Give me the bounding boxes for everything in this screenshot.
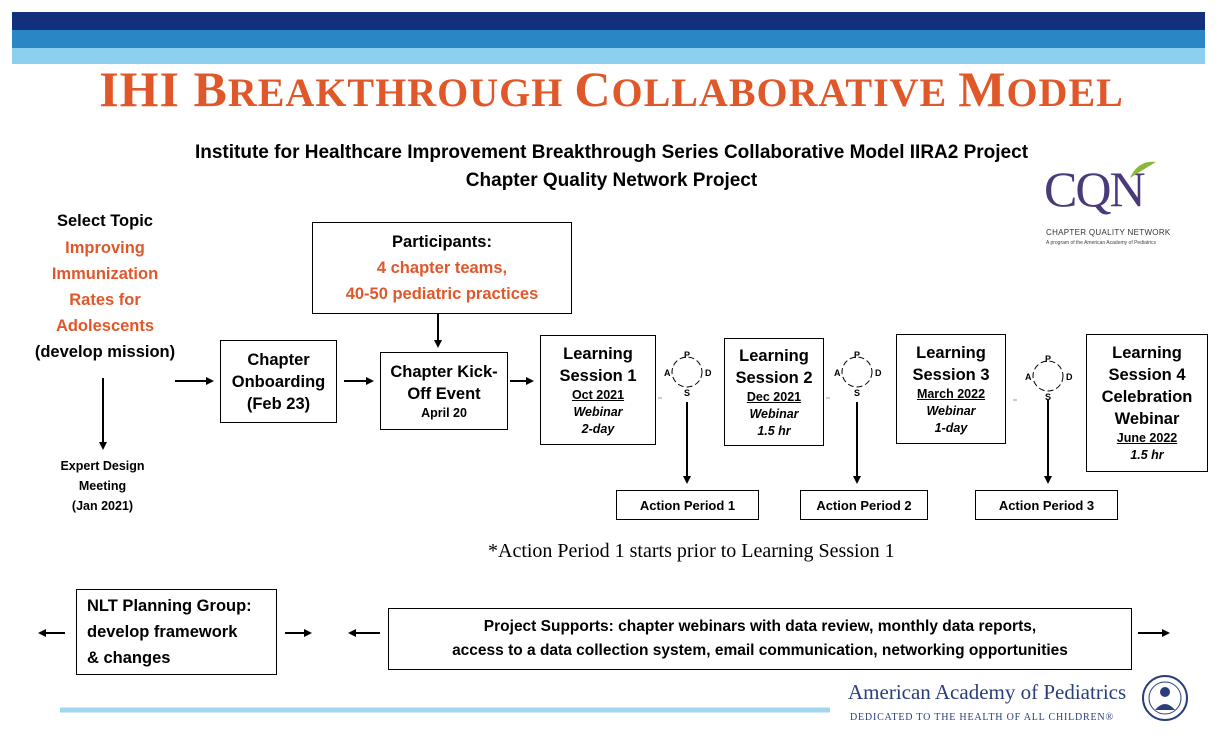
ls4-date: June 2022 [1116,431,1178,445]
kickoff-date: April 20 [421,405,467,420]
pdsa-d: D [875,368,882,378]
header-band-dark [12,12,1205,30]
subtitle-line-1: Institute for Healthcare Improvement Bre… [194,142,1029,163]
ls2-line-2: Session 2 [735,368,813,387]
subtitle-line-2: Chapter Quality Network Project [465,170,758,191]
ls1-date: Oct 2021 [571,387,625,402]
kickoff-line-2: Off Event [407,384,481,403]
pdsa-a: A [834,368,841,378]
expert-line-2: Meeting [78,479,127,493]
participants-line-2: 40-50 pediatric practices [345,285,539,303]
ls4-duration: 1.5 hr [1130,448,1164,462]
header-band-mid [12,30,1205,48]
nlt-planning-box: NLT Planning Group: develop framework & … [76,589,277,675]
learning-session-1-box: Learning Session 1 Oct 2021 Webinar 2-da… [540,335,656,445]
cqn-logo-name: CHAPTER QUALITY NETWORK [1046,228,1171,237]
topic-line-5: (develop mission) [34,343,176,361]
ls3-date: March 2022 [916,386,986,401]
expert-line-3: (Jan 2021) [71,499,134,513]
cqn-logo: CQN CHAPTER QUALITY NETWORK A program of… [1040,160,1200,252]
pdsa-s: S [684,388,691,398]
nlt-line-2: develop framework [87,623,238,641]
ls4-line-1: Learning [1112,344,1182,362]
ls3-mode: Webinar [926,403,976,418]
cqn-logo-mark: CQN [1044,161,1146,217]
ls2-line-1: Learning [739,346,809,365]
onboarding-line-2: Onboarding [231,372,326,391]
pdsa-s: S [1045,392,1052,402]
pdsa-a: A [664,368,671,378]
topic-line-2: Immunization [51,265,159,283]
action-period-3-box: Action Period 3 [975,490,1118,520]
pdsa-d: D [705,368,712,378]
ls1-duration: 2-day [581,421,615,436]
nlt-line-3: & changes [87,649,171,667]
action-period-2-box: Action Period 2 [800,490,928,520]
ls4-line-4: Webinar [1114,410,1180,428]
ls1-mode: Webinar [573,404,623,419]
learning-session-4-box: Learning Session 4 Celebration Webinar J… [1086,334,1208,472]
pdsa-cycle-3-icon: P D S A [1020,352,1076,408]
action-period-1-box: Action Period 1 [616,490,759,520]
supports-line-2: access to a data collection system, emai… [452,642,1068,659]
ls3-line-2: Session 3 [912,365,990,384]
ls4-line-2: Session 4 [1108,366,1186,384]
ls3-line-1: Learning [916,343,986,362]
pdsa-p: P [854,350,861,360]
aap-logo-name: American Academy of Pediatrics [848,680,1127,704]
action-period-note: *Action Period 1 starts prior to Learnin… [488,540,895,562]
ls2-date: Dec 2021 [746,389,802,404]
pdsa-p: P [684,350,691,360]
ls4-line-3: Celebration [1101,388,1193,406]
onboarding-line-3: (Feb 23) [246,394,311,413]
chapter-kickoff-box: Chapter Kick- Off Event April 20 [380,352,508,430]
header-band-light [12,48,1205,64]
pdsa-cycle-2-icon: P D S A [829,348,885,404]
select-topic-block: Select Topic Improving Immunization Rate… [25,210,185,363]
ls2-mode: Webinar [749,406,799,421]
kickoff-line-1: Chapter Kick- [390,362,498,381]
participants-heading: Participants: [392,233,492,251]
ls1-line-1: Learning [563,344,633,363]
chapter-onboarding-box: Chapter Onboarding (Feb 23) [220,340,337,423]
participants-box: Participants: 4 chapter teams, 40-50 ped… [312,222,572,314]
expert-line-1: Expert Design [60,459,145,473]
supports-line-1: Project Supports: chapter webinars with … [483,618,1037,635]
ls2-duration: 1.5 hr [757,423,791,438]
learning-session-3-box: Learning Session 3 March 2022 Webinar 1-… [896,334,1006,444]
topic-line-4: Adolescents [55,317,155,335]
topic-line-1: Improving [65,239,145,257]
page-title: IHI BREAKTHROUGH COLLABORATIVE MODEL [99,61,1124,117]
cqn-logo-tagline: A program of the American Academy of Ped… [1046,240,1157,246]
pdsa-d: D [1066,372,1073,382]
select-topic-heading: Select Topic [57,212,153,230]
onboarding-line-1: Chapter [247,350,310,369]
project-supports-box: Project Supports: chapter webinars with … [388,608,1132,670]
ls3-duration: 1-day [934,420,968,435]
expert-design-meeting: Expert Design Meeting (Jan 2021) [45,458,160,515]
participants-line-1: 4 chapter teams, [376,259,508,277]
ls1-line-2: Session 1 [559,366,637,385]
aap-logo-tagline: DEDICATED TO THE HEALTH OF ALL CHILDREN® [850,712,1114,723]
pdsa-a: A [1025,372,1032,382]
nlt-line-1: NLT Planning Group: [87,597,252,615]
topic-line-3: Rates for [69,291,141,309]
cqn-leaf-icon [1130,161,1156,178]
learning-session-2-box: Learning Session 2 Dec 2021 Webinar 1.5 … [724,338,824,446]
pdsa-s: S [854,388,861,398]
pdsa-p: P [1045,354,1052,364]
aap-seal-icon [1142,675,1188,721]
pdsa-cycle-1-icon: P D S A [659,348,715,404]
